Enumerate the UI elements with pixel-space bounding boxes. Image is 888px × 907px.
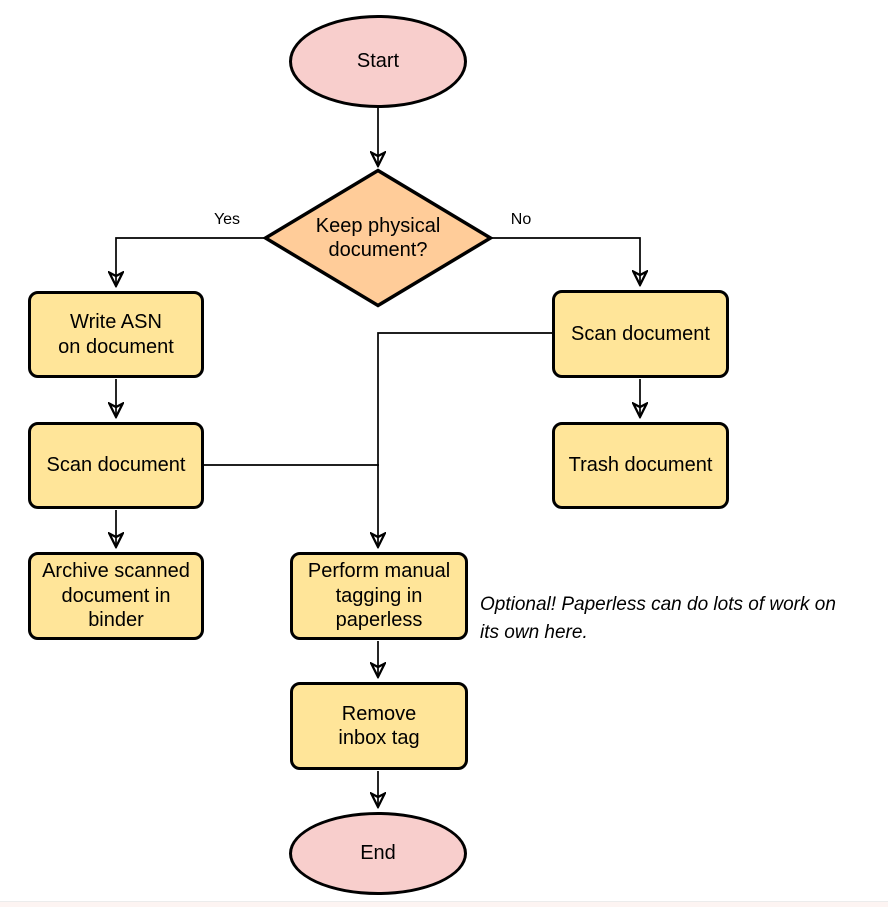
- node-trash-document-label: Trash document: [568, 454, 713, 477]
- node-trash-document: Trash document: [552, 422, 729, 509]
- node-write-asn-label: Write ASN on document: [58, 311, 174, 358]
- node-scan-document-left: Scan document: [28, 422, 204, 509]
- node-decision-label: Keep physical document?: [315, 214, 441, 261]
- edge-decision-no: [492, 237, 640, 285]
- node-manual-tagging-label: Perform manual tagging in paperless: [307, 560, 451, 632]
- optional-note: Optional! Paperless can do lots of work …: [480, 594, 836, 643]
- node-decision: Keep physical document?: [263, 168, 493, 308]
- node-scan-document-left-label: Scan document: [46, 454, 186, 477]
- node-scan-document-right: Scan document: [552, 290, 729, 378]
- node-write-asn: Write ASN on document: [28, 291, 204, 378]
- edge-scanright-to-tagging: [378, 332, 552, 547]
- node-remove-inbox-tag: Remove inbox tag: [290, 682, 468, 770]
- edge-label-no: No: [510, 211, 532, 228]
- node-manual-tagging: Perform manual tagging in paperless: [290, 552, 468, 640]
- edge-label-yes: Yes: [213, 211, 241, 228]
- node-start-label: Start: [356, 50, 400, 73]
- node-archive-in-binder-label: Archive scanned document in binder: [42, 560, 190, 632]
- decision-diamond-shape: [263, 168, 493, 308]
- node-end: End: [289, 812, 467, 895]
- edge-decision-yes: [116, 237, 264, 286]
- node-end-label: End: [360, 842, 396, 865]
- node-start: Start: [289, 15, 467, 108]
- node-remove-inbox-tag-label: Remove inbox tag: [338, 702, 420, 749]
- page-bottom-edge: [0, 901, 888, 907]
- node-scan-document-right-label: Scan document: [571, 322, 710, 345]
- node-archive-in-binder: Archive scanned document in binder: [28, 552, 204, 640]
